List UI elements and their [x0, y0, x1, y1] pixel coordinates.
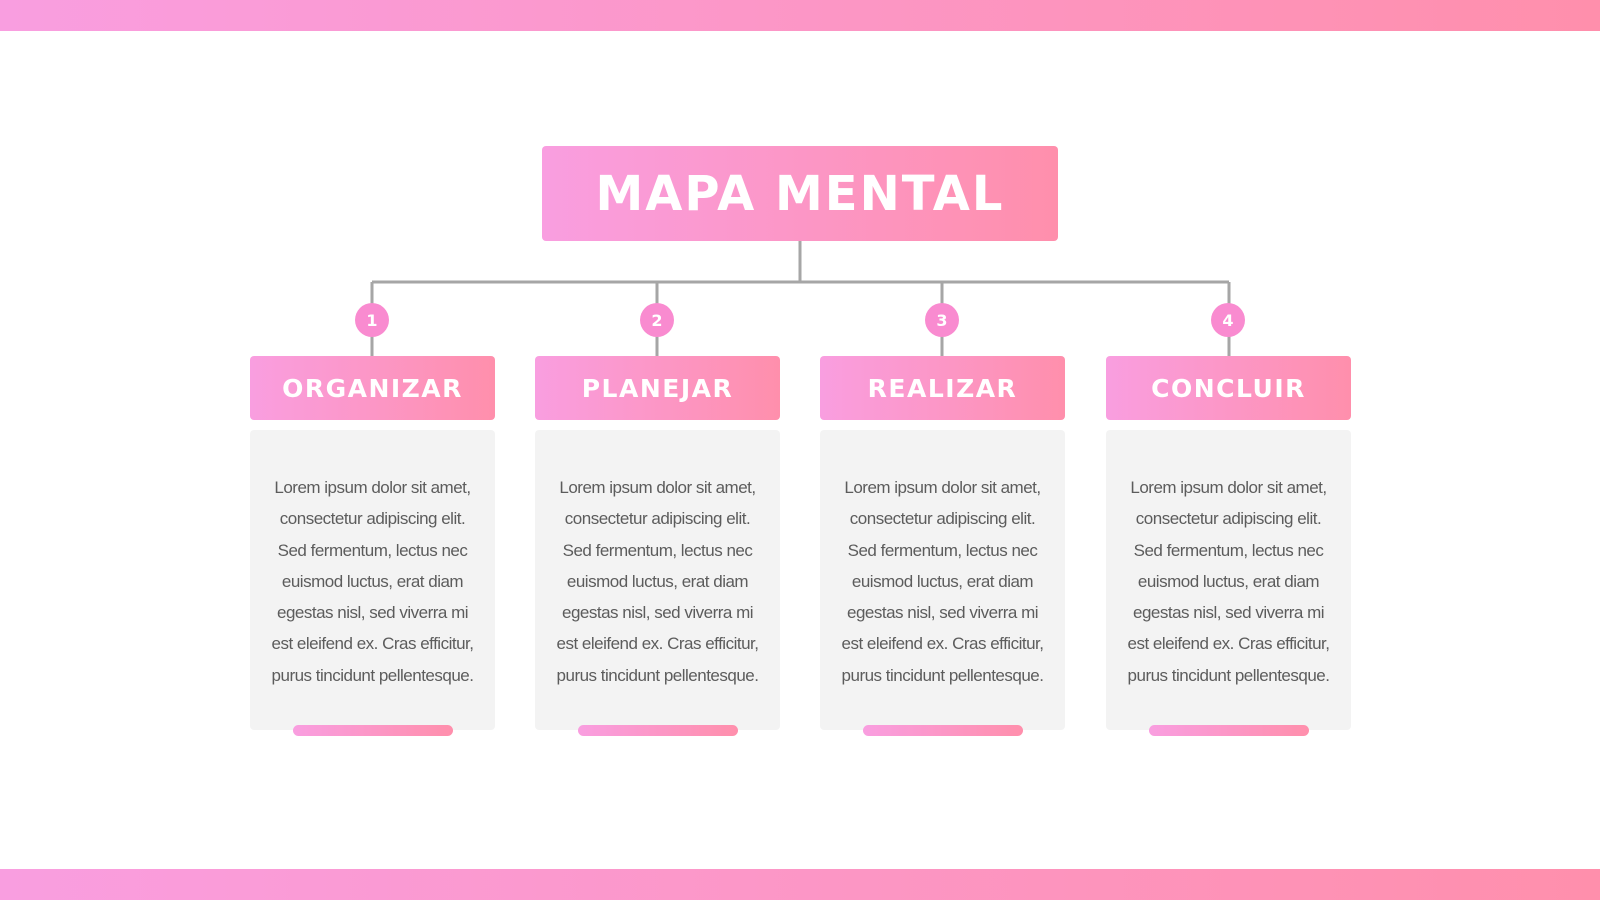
step-description: Lorem ipsum dolor sit amet, consectetur … [1127, 478, 1330, 685]
step-label: CONCLUIR [1151, 373, 1306, 403]
step-number: 4 [1222, 310, 1234, 330]
step-underline [863, 725, 1023, 736]
step-number: 3 [936, 310, 948, 330]
step-number: 2 [651, 310, 663, 330]
step-header: PLANEJAR [535, 356, 780, 420]
title-box: MAPA MENTAL [542, 146, 1058, 241]
bottom-accent-bar [0, 869, 1600, 900]
step-header: REALIZAR [820, 356, 1065, 420]
step-underline [1149, 725, 1309, 736]
step-underline [578, 725, 738, 736]
step-card: Lorem ipsum dolor sit amet, consectetur … [250, 430, 495, 730]
step-description: Lorem ipsum dolor sit amet, consectetur … [841, 478, 1044, 685]
step-header: CONCLUIR [1106, 356, 1351, 420]
step-description: Lorem ipsum dolor sit amet, consectetur … [556, 478, 759, 685]
step-label: ORGANIZAR [282, 373, 463, 403]
step-number-badge: 4 [1211, 303, 1245, 337]
step-number-badge: 1 [355, 303, 389, 337]
step-number-badge: 2 [640, 303, 674, 337]
step-description: Lorem ipsum dolor sit amet, consectetur … [271, 478, 474, 685]
step-card: Lorem ipsum dolor sit amet, consectetur … [535, 430, 780, 730]
step-underline [293, 725, 453, 736]
step-header: ORGANIZAR [250, 356, 495, 420]
top-accent-bar [0, 0, 1600, 31]
step-label: REALIZAR [867, 373, 1018, 403]
step-number: 1 [366, 310, 378, 330]
step-number-badge: 3 [925, 303, 959, 337]
step-card: Lorem ipsum dolor sit amet, consectetur … [820, 430, 1065, 730]
step-card: Lorem ipsum dolor sit amet, consectetur … [1106, 430, 1351, 730]
page-title: MAPA MENTAL [595, 165, 1005, 222]
step-label: PLANEJAR [581, 373, 734, 403]
